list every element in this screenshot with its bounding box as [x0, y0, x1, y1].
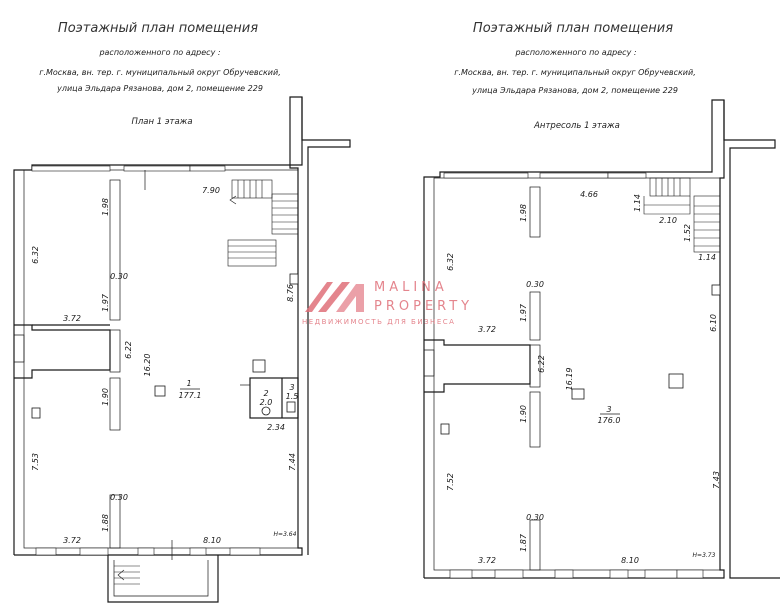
right-shaft-wall [723, 100, 780, 579]
dim-r-1-52: 1.52 [683, 224, 692, 242]
left-bottom-windows [35, 547, 261, 556]
dim-r-1-14-upper: 1.14 [633, 194, 642, 212]
room-3-area: 1.5 [286, 392, 299, 401]
room-2-number: 2 [263, 389, 268, 398]
dim-3-72-lower: 3.72 [63, 536, 81, 545]
dim-r-0-30-lower: 0.30 [526, 513, 544, 522]
room-3-number: 3 [289, 383, 294, 392]
left-plan-address-line1: г.Москва, вн. тер. г. муниципальный окру… [39, 68, 281, 77]
dim-r-3-72-upper: 3.72 [478, 325, 496, 334]
dim-3-72-upper: 3.72 [63, 314, 81, 323]
dim-1-88: 1.88 [101, 514, 110, 532]
left-plan-header: Поэтажный план помещения расположенного … [39, 21, 281, 127]
right-plan-header: Поэтажный план помещения расположенного … [454, 21, 696, 131]
right-plan-subtitle: расположенного по адресу : [514, 48, 636, 57]
right-plan-title: Поэтажный план помещения [473, 21, 673, 36]
dim-r-1-87: 1.87 [519, 533, 528, 552]
left-column-center [154, 385, 166, 397]
left-plan-caption: План 1 этажа [131, 117, 192, 127]
logo-tagline: НЕДВИЖИМОСТЬ ДЛЯ БИЗНЕСА [302, 318, 455, 326]
dim-1-98: 1.98 [101, 198, 110, 216]
dim-6-22: 6.22 [124, 341, 133, 359]
malina-watermark: MALINA PROPERTY НЕДВИЖИМОСТЬ ДЛЯ БИЗНЕСА [302, 280, 473, 326]
dim-r-6-32: 6.32 [446, 253, 455, 271]
dim-r-4-66: 4.66 [580, 190, 598, 199]
right-bottom-windows [449, 569, 704, 579]
dim-r-2-10: 2.10 [659, 216, 677, 225]
dim-16-20: 16.20 [143, 354, 152, 377]
right-bottom-partition [529, 519, 541, 571]
right-column-center [571, 388, 585, 400]
right-plan-caption: Антресоль 1 этажа [533, 121, 620, 131]
dim-0-30-lower: 0.30 [110, 493, 128, 502]
logo-word-property: PROPERTY [374, 299, 473, 314]
dim-6-32: 6.32 [31, 246, 40, 264]
left-plan-address-line2: улица Эльдара Рязанова, дом 2, помещение… [56, 84, 263, 93]
left-shaft-wall [301, 97, 351, 555]
left-plan-title: Поэтажный план помещения [58, 21, 258, 36]
dim-8-10: 8.10 [203, 536, 221, 545]
dim-1-90: 1.90 [101, 388, 110, 406]
dim-r-1-98: 1.98 [519, 204, 528, 222]
right-column-right [711, 284, 721, 296]
dim-0-30-upper: 0.30 [110, 272, 128, 281]
right-column-left [440, 423, 450, 435]
room-1-area: 177.1 [179, 391, 202, 400]
right-outer-wall [423, 99, 725, 579]
dim-r-3-72-lower: 3.72 [478, 556, 496, 565]
right-top-windows [443, 172, 647, 179]
dim-r-0-30-upper: 0.30 [526, 280, 544, 289]
right-stairs [643, 177, 721, 253]
left-middle-partition [109, 329, 121, 373]
malina-logo-icon [305, 282, 364, 312]
dim-r-7-43: 7.43 [712, 471, 721, 489]
dim-1-97: 1.97 [101, 293, 110, 312]
right-lower-partition [529, 391, 541, 448]
room-1-number: 1 [186, 379, 191, 388]
dim-r-1-90: 1.90 [519, 405, 528, 423]
left-floor-plan: 7.90 1.98 6.32 0.30 1.97 3.72 8.76 6.22 … [13, 96, 351, 603]
left-bathrooms [240, 359, 299, 419]
left-plan-subtitle: расположенного по адресу : [98, 48, 220, 57]
logo-word-malina: MALINA [374, 280, 448, 295]
dim-r-6-10: 6.10 [709, 314, 718, 332]
room-3-area-r: 176.0 [598, 416, 621, 425]
left-inner-outline [23, 169, 299, 549]
dim-7-53: 7.53 [31, 453, 40, 471]
right-corridor-notch [424, 339, 531, 393]
right-floor-plan: 4.66 1.14 2.10 1.52 1.14 1.98 6.32 0.30 … [423, 99, 780, 579]
room-2-area: 2.0 [260, 398, 273, 407]
left-column-right [289, 273, 299, 285]
right-middle-partition [529, 344, 541, 388]
right-column-large [668, 373, 684, 389]
dim-7-44: 7.44 [288, 453, 297, 471]
left-lower-partition [109, 377, 121, 431]
dim-r-1-14-lower: 1.14 [698, 253, 716, 262]
left-entrance-porch [107, 540, 219, 603]
dim-8-76: 8.76 [286, 284, 295, 302]
dim-2-34: 2.34 [267, 423, 285, 432]
dim-r-7-52: 7.52 [446, 473, 455, 491]
right-middle-upper-partition [529, 291, 541, 341]
dim-r-8-10: 8.10 [621, 556, 639, 565]
right-plan-address-line2: улица Эльдара Рязанова, дом 2, помещение… [471, 86, 678, 95]
right-plan-address-line1: г.Москва, вн. тер. г. муниципальный окру… [454, 68, 696, 77]
left-corridor-notch [14, 324, 111, 379]
dim-7-90: 7.90 [202, 186, 220, 195]
right-upper-partition [529, 186, 541, 238]
left-bottom-partition [109, 494, 121, 549]
left-column-left [31, 407, 41, 419]
left-top-windows [31, 165, 226, 172]
left-stairs [227, 179, 299, 267]
left-outer-wall [13, 96, 303, 556]
dim-r-6-22: 6.22 [537, 355, 546, 373]
left-upper-partition [109, 179, 121, 321]
dim-r-16-19: 16.19 [565, 368, 574, 391]
room-3-number-r: 3 [606, 405, 611, 414]
dim-r-1-97: 1.97 [519, 303, 528, 322]
ceiling-height: H=3.64 [274, 531, 297, 538]
ceiling-height-r: H=3.73 [693, 552, 716, 559]
